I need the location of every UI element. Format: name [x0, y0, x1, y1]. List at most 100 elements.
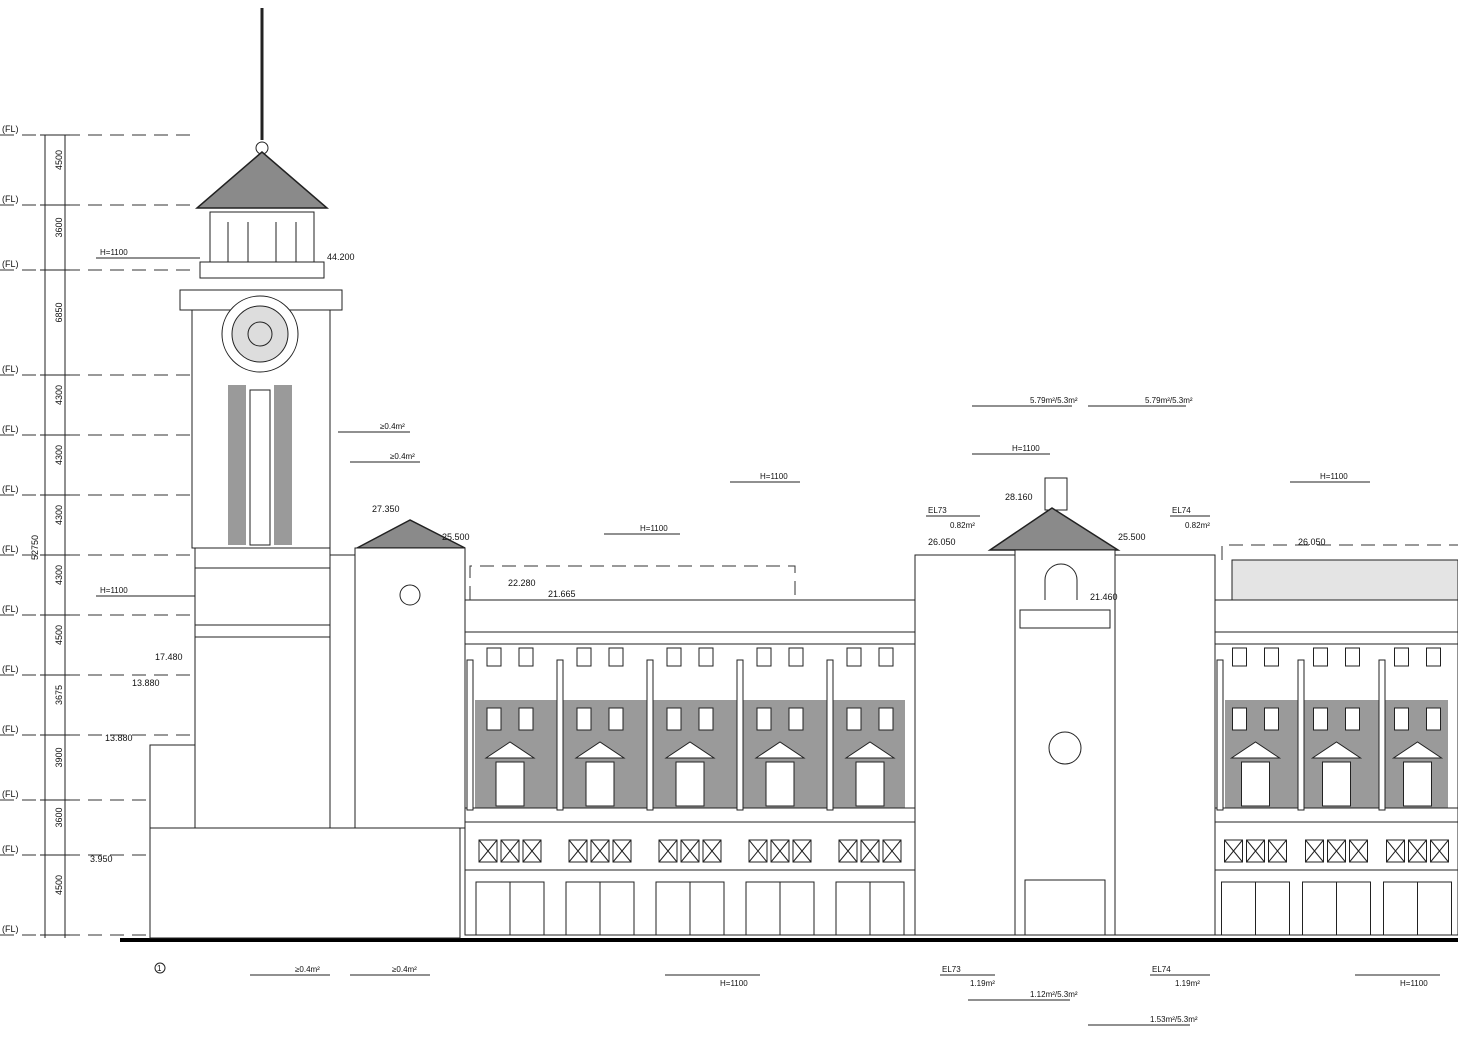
pilaster: [826, 659, 834, 811]
attic-window: [1232, 647, 1247, 667]
note-vent-small-1: 0.82m²: [950, 521, 975, 530]
main-window: [675, 761, 705, 807]
note-el74-bottom: EL74: [1152, 965, 1171, 974]
upper-window: [846, 707, 862, 731]
upper-window: [1232, 707, 1247, 731]
x-panel-cross: [1224, 839, 1243, 863]
main-window: [855, 761, 885, 807]
window-pediment: [664, 741, 716, 759]
attic-window: [1426, 647, 1441, 667]
level-label: (FL): [2, 544, 19, 554]
note-railing-bottom-2: H=1100: [1400, 979, 1428, 988]
x-panel-cross: [500, 839, 520, 863]
attic-window: [878, 647, 894, 667]
level-label: (FL): [2, 724, 19, 734]
window-pediment: [484, 741, 536, 759]
parapet-outline-right: [1221, 544, 1458, 560]
x-panel-cross: [568, 839, 588, 863]
cornice: [1214, 631, 1458, 645]
x-panel-cross: [612, 839, 632, 863]
upper-window: [576, 707, 592, 731]
main-window: [495, 761, 525, 807]
attic-window: [1264, 647, 1279, 667]
x-panel-cross: [748, 839, 768, 863]
note-railing-center: H=1100: [1012, 444, 1040, 453]
level-label: (FL): [2, 194, 19, 204]
note-el74: EL74: [1172, 506, 1191, 515]
elev-center-eave-right: 25.500: [1118, 532, 1146, 542]
upper-window: [878, 707, 894, 731]
note-vent-bottom-5: 1.53m²/5.3m²: [1150, 1015, 1198, 1024]
x-panel-cross: [522, 839, 542, 863]
level-dimension: 4300: [54, 385, 64, 405]
level-dimension: 4500: [54, 875, 64, 895]
window-pediment: [844, 741, 896, 759]
main-window: [1322, 761, 1351, 807]
upper-window: [1426, 707, 1441, 731]
tower-roof: [194, 151, 330, 209]
level-dimension: 3900: [54, 747, 64, 767]
note-railing-left: H=1100: [100, 586, 128, 595]
attic-window: [608, 647, 624, 667]
main-facade-right: [1214, 599, 1458, 936]
rooftop-louver: [1231, 559, 1458, 601]
note-vent-1: ≥0.4m²: [380, 422, 405, 431]
x-panel-cross: [1430, 839, 1449, 863]
pilaster: [646, 659, 654, 811]
pilaster: [556, 659, 564, 811]
note-el73-bottom: EL73: [942, 965, 961, 974]
belvedere: [209, 211, 315, 263]
x-panel-cross: [1408, 839, 1427, 863]
upper-window: [486, 707, 502, 731]
level-label: (FL): [2, 259, 19, 269]
note-railing-main-2: H=1100: [760, 472, 788, 481]
parapet-outline: [469, 565, 796, 600]
elev-side-roof: 17.480: [155, 652, 183, 662]
level-dimension: 4500: [54, 150, 64, 170]
window-pediment: [1229, 741, 1282, 759]
level-label: (FL): [2, 364, 19, 374]
attic-window: [518, 647, 534, 667]
note-vent-bottom-1: ≥0.4m²: [295, 965, 320, 974]
note-vent-bottom-6: 1.19m²: [1175, 979, 1200, 988]
note-railing-bottom: H=1100: [720, 979, 748, 988]
note-railing-main: H=1100: [640, 524, 668, 533]
level-label: (FL): [2, 124, 19, 134]
clock-icon: [1048, 731, 1082, 765]
elev-tower: 44.200: [327, 252, 355, 262]
pilaster: [1297, 659, 1305, 811]
upper-window: [698, 707, 714, 731]
cornice: [464, 631, 916, 645]
attic-window: [756, 647, 772, 667]
upper-window: [518, 707, 534, 731]
elev-parapet-2: 21.665: [548, 589, 576, 599]
pilaster: [466, 659, 474, 811]
window-pediment: [574, 741, 626, 759]
left-low-wing: [149, 744, 196, 829]
level-label: (FL): [2, 789, 19, 799]
level-label: (FL): [2, 924, 19, 934]
axis-mark: 1: [157, 964, 162, 973]
note-vent-bottom-2: ≥0.4m²: [392, 965, 417, 974]
main-facade-left: [464, 599, 916, 936]
elev-center-clock: 21.460: [1090, 592, 1118, 602]
main-window: [1403, 761, 1432, 807]
note-vent-small-2: 0.82m²: [1185, 521, 1210, 530]
window-pediment: [754, 741, 806, 759]
left-base: [149, 827, 461, 939]
balcony-band: [1214, 807, 1458, 823]
upper-window: [756, 707, 772, 731]
x-panel-cross: [1268, 839, 1287, 863]
level-dimension: 4300: [54, 445, 64, 465]
elev-left-eave: 25.500: [442, 532, 470, 542]
attic-window: [1313, 647, 1328, 667]
attic-window: [788, 647, 804, 667]
upper-window: [1394, 707, 1409, 731]
pilaster: [1216, 659, 1224, 811]
balcony-band: [464, 807, 916, 823]
level-dimension: 4300: [54, 505, 64, 525]
note-vent-bottom-3: 1.19m²: [970, 979, 995, 988]
center-pavilion: [914, 477, 1216, 936]
attic-window: [576, 647, 592, 667]
